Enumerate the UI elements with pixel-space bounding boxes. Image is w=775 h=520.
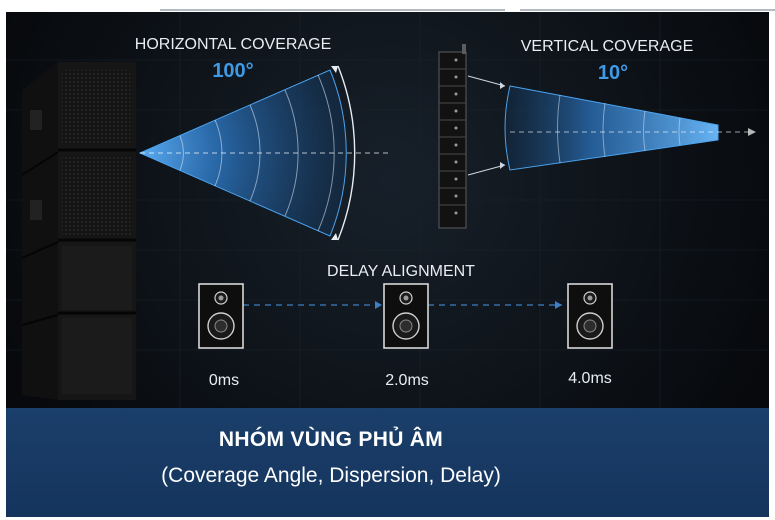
vertical-coverage-label: VERTICAL COVERAGE <box>521 38 694 55</box>
horizontal-coverage-angle: 100° <box>212 60 253 82</box>
delay-alignment-label: DELAY ALIGNMENT <box>327 263 475 280</box>
horizontal-coverage-label: HORIZONTAL COVERAGE <box>135 36 331 53</box>
vertical-coverage-beam <box>467 75 756 176</box>
vertical-array-icon <box>438 44 467 229</box>
vertical-coverage-angle: 10° <box>598 62 628 84</box>
delay-time-2: 4.0ms <box>568 370 612 387</box>
banner-subtitle: (Coverage Angle, Dispersion, Delay) <box>161 464 501 487</box>
monitor-speaker-icon <box>383 283 429 349</box>
banner-title: NHÓM VÙNG PHỦ ÂM <box>218 428 444 451</box>
delay-time-0: 0ms <box>209 372 239 389</box>
delay-time-1: 2.0ms <box>385 372 429 389</box>
monitor-speaker-icon <box>567 283 613 349</box>
footer-banner: NHÓM VÙNG PHỦ ÂM (Coverage Angle, Disper… <box>6 408 769 517</box>
monitor-speaker-icon <box>198 283 244 349</box>
horizontal-coverage-fan <box>138 65 390 241</box>
line-array-speaker-icon <box>21 62 136 400</box>
delay-connector-lines <box>243 301 562 309</box>
